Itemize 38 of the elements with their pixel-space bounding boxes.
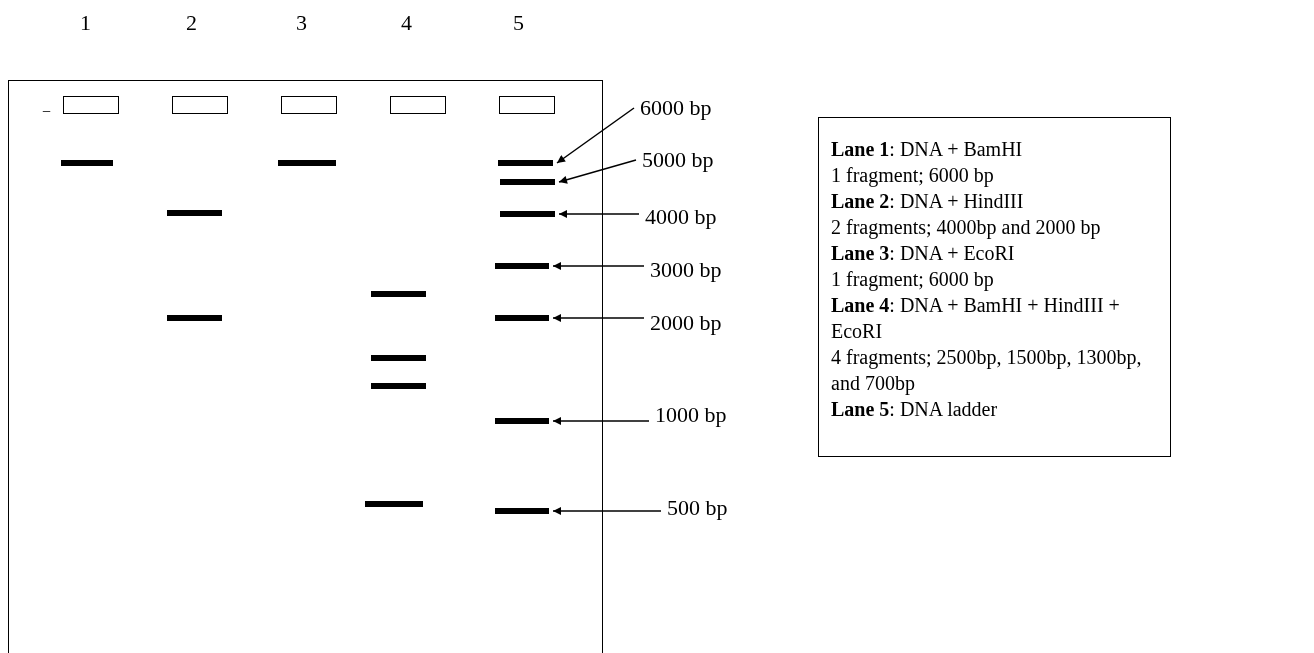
arrow — [552, 507, 662, 515]
lane-number: 4 — [401, 12, 412, 34]
arrow — [558, 159, 637, 184]
size-label: 3000 bp — [650, 259, 722, 281]
gel-box — [8, 80, 603, 653]
dna-band — [495, 508, 549, 514]
legend-text: 1 fragment; 6000 bp — [831, 267, 995, 292]
polarity-sign: − — [42, 104, 52, 120]
dna-band — [500, 211, 555, 217]
arrow — [558, 210, 640, 218]
size-label: 500 bp — [667, 497, 728, 519]
size-label: 4000 bp — [645, 206, 717, 228]
size-label: 1000 bp — [655, 404, 727, 426]
size-label: 2000 bp — [650, 312, 722, 334]
lane-number: 2 — [186, 12, 197, 34]
dna-band — [498, 160, 553, 166]
legend-text: Lane 1: DNA + BamHI — [831, 137, 1024, 162]
legend-text: Lane 4: DNA + BamHI + HindIII + EcoRI — [831, 293, 1121, 344]
legend-text: 1 fragment; 6000 bp — [831, 163, 995, 188]
size-label: 5000 bp — [642, 149, 714, 171]
legend-text: Lane 2: DNA + HindIII — [831, 189, 1025, 214]
legend-text: 2 fragments; 4000bp and 2000 bp — [831, 215, 1102, 240]
dna-band — [500, 179, 555, 185]
legend-text: 4 fragments; 2500bp, 1500bp, 1300bp, and 700bp — [831, 345, 1143, 396]
lane-number: 1 — [80, 12, 91, 34]
arrow — [552, 314, 645, 322]
lane-number: 3 — [296, 12, 307, 34]
legend-text: Lane 3: DNA + EcoRI — [831, 241, 1016, 266]
arrow — [556, 107, 635, 164]
dna-band — [495, 263, 549, 269]
arrow — [552, 417, 650, 425]
dna-band — [495, 315, 549, 321]
dna-band — [495, 418, 549, 424]
arrow — [552, 262, 645, 270]
legend-box — [818, 117, 1171, 457]
lane-number: 5 — [513, 12, 524, 34]
size-label: 6000 bp — [640, 97, 712, 119]
legend-text: Lane 5: DNA ladder — [831, 397, 999, 422]
